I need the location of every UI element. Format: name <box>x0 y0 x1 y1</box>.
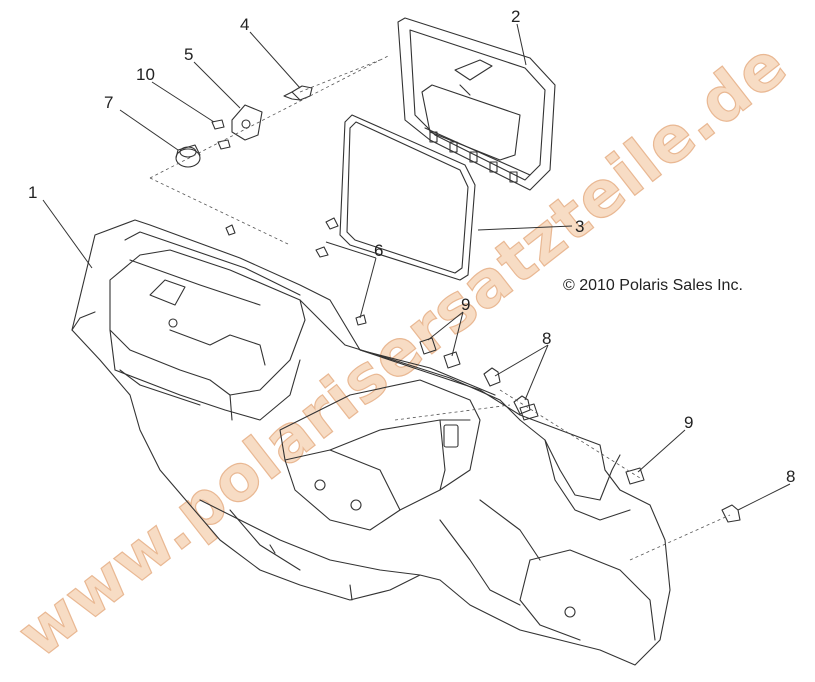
watermark: www.polarisersatzteile.de <box>4 27 801 673</box>
part-9-clips <box>419 337 645 485</box>
callouts: 1 2 3 4 5 6 7 8 8 9 9 10 <box>28 7 795 486</box>
callout-8a: 8 <box>542 329 551 348</box>
assembly-lines <box>149 54 731 561</box>
part-7-grommet <box>175 144 201 168</box>
callout-8b: 8 <box>786 467 795 486</box>
part-8-rivets <box>483 367 741 523</box>
callout-5: 5 <box>184 45 193 64</box>
part-3-seal <box>339 114 476 281</box>
callout-9a: 9 <box>461 295 470 314</box>
callout-9b: 9 <box>684 413 693 432</box>
part-4-bolt <box>283 85 313 101</box>
part-1-dash-panel <box>71 219 671 666</box>
callout-6: 6 <box>374 241 383 260</box>
leader-lines <box>42 23 791 511</box>
callout-1: 1 <box>28 183 37 202</box>
copyright-text: © 2010 Polaris Sales Inc. <box>563 277 743 294</box>
part-2-lid <box>397 17 556 191</box>
part-6-screws <box>225 217 367 326</box>
callout-10: 10 <box>136 65 155 84</box>
part-10-screws <box>211 119 231 150</box>
callout-3: 3 <box>575 217 584 236</box>
callout-4: 4 <box>240 15 249 34</box>
watermark-text: www.polarisersatzteile.de <box>4 27 800 671</box>
callout-7: 7 <box>104 93 113 112</box>
callout-2: 2 <box>511 7 520 26</box>
part-5-bracket <box>231 104 263 141</box>
